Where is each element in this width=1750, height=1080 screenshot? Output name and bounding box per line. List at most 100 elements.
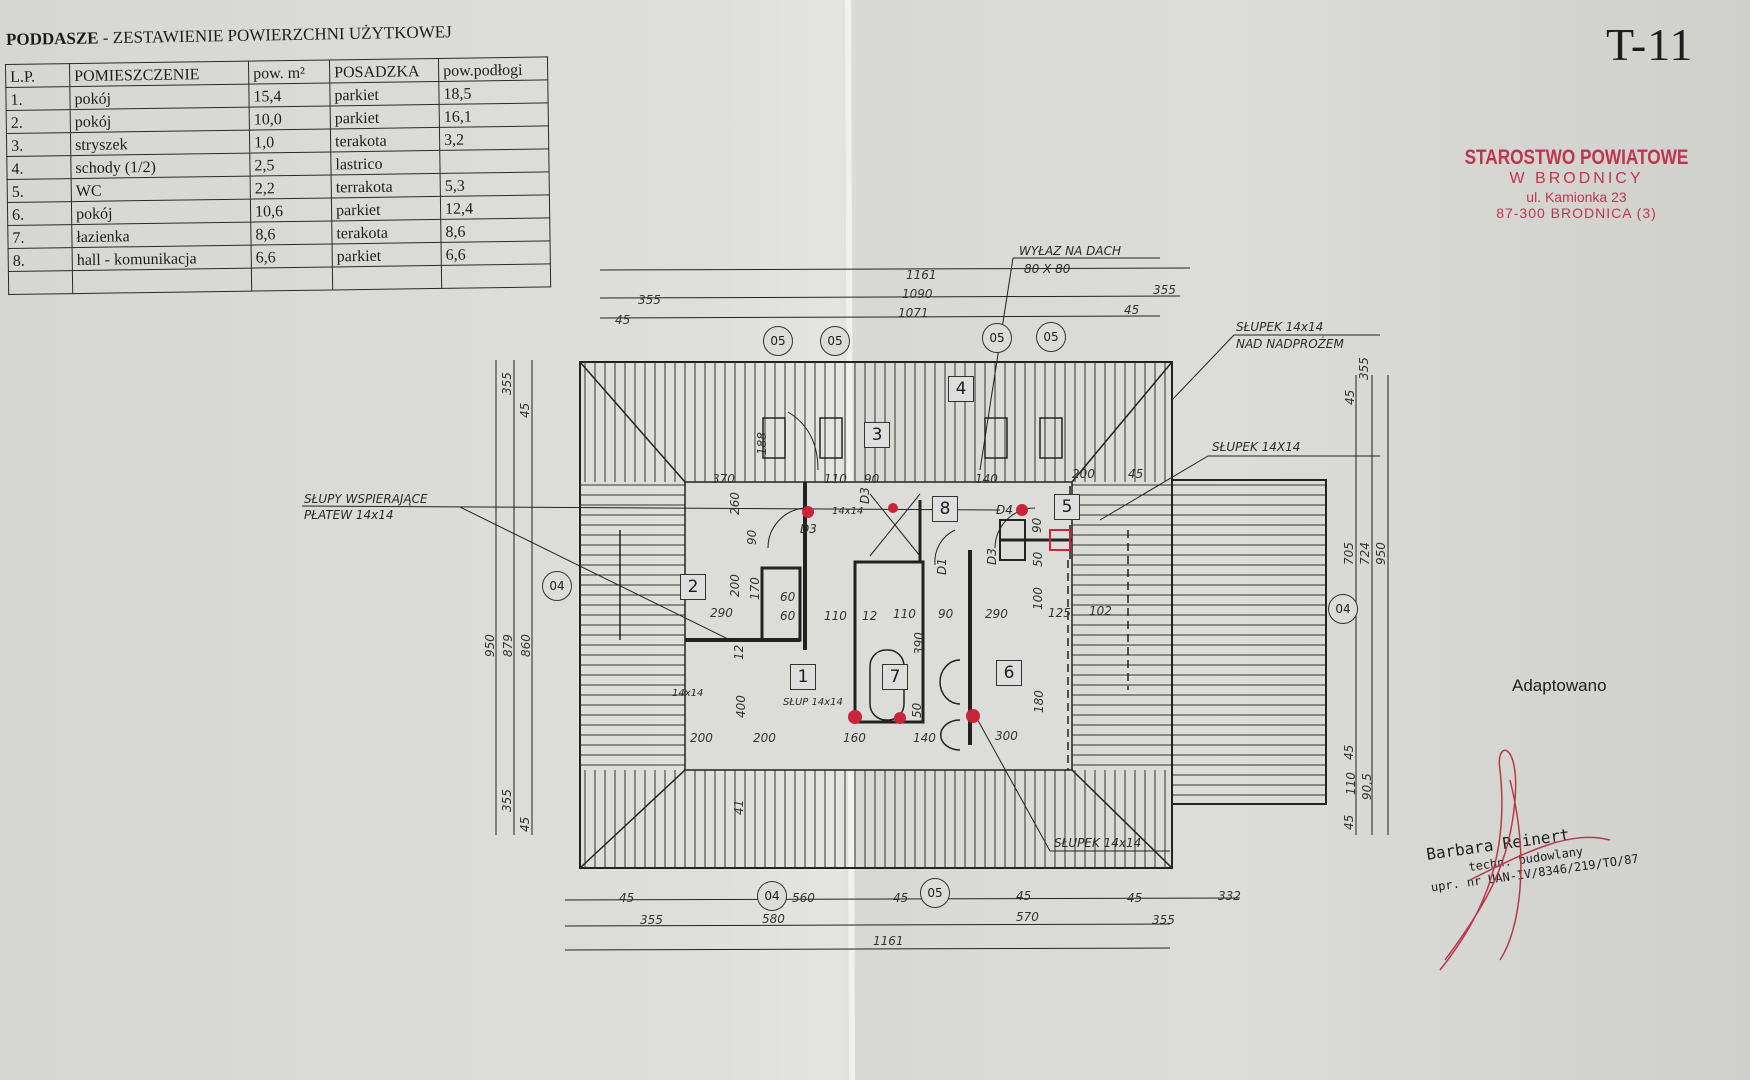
adapted-label: Adaptowano [1512, 676, 1607, 695]
callout-post-lintel-2: NAD NADPROŻEM [1236, 337, 1344, 351]
dimension: 140 [975, 472, 998, 486]
callout-roof-exit: WYŁAZ NA DACH [1019, 244, 1122, 258]
dimension: 45 [518, 816, 532, 832]
callout-post-lintel: SŁUPEK 14x14 [1236, 320, 1324, 334]
dimension: 45 [1342, 814, 1356, 830]
axis-marker: 04 [1328, 594, 1358, 624]
door-label: D1 [935, 558, 949, 575]
dimension: 1161 [873, 934, 904, 948]
dimension: 724 [1358, 542, 1372, 565]
office-stamp: STAROSTWO POWIATOWE W BRODNICY ul. Kamio… [1440, 146, 1713, 221]
dimension: 12 [862, 609, 878, 623]
dimension: 355 [1152, 913, 1175, 927]
dimension: 580 [762, 912, 785, 926]
dimension: 390 [912, 632, 926, 655]
dimension: 160 [843, 731, 866, 745]
dimension: 355 [1357, 357, 1371, 380]
room-number: 6 [996, 660, 1022, 686]
interior-walls [619, 411, 1129, 771]
callout-post-bottom: SŁUPEK 14x14 [1054, 836, 1142, 850]
room-number: 8 [932, 496, 958, 522]
dimension: 300 [995, 729, 1018, 743]
dimension: 90,5 [1360, 773, 1374, 800]
dimension: 355 [640, 913, 663, 927]
dimension: 200 [1072, 467, 1095, 481]
callout-roof-exit-size: 80 X 80 [1024, 262, 1071, 276]
room-number: 7 [882, 664, 908, 690]
axis-marker: 05 [920, 878, 950, 908]
post-marks [802, 503, 1071, 724]
dimension: 355 [500, 789, 514, 812]
callout-purlin-posts-2: PŁATEW 14x14 [304, 508, 394, 522]
dimension: 200 [753, 731, 776, 745]
handwritten-signature [1439, 749, 1611, 971]
stamp-line: STAROSTWO POWIATOWE [1464, 146, 1689, 169]
room-number: 5 [1054, 494, 1080, 520]
room-number: 4 [948, 376, 974, 402]
dimension: 45 [893, 891, 909, 905]
dimension: 355 [1153, 283, 1176, 297]
dimension: 45 [1128, 467, 1144, 481]
room-number: 1 [790, 664, 816, 690]
dimension: 860 [519, 634, 533, 657]
dimension: 879 [501, 634, 515, 657]
dimension: 110 [824, 472, 847, 486]
door-label: D3 [800, 522, 817, 536]
dimension: 90 [1030, 517, 1044, 533]
dimension: 332 [1218, 889, 1241, 903]
dimension: 570 [1016, 910, 1039, 924]
dimension: 355 [500, 372, 514, 395]
dimension: 41 [732, 799, 746, 815]
roof-outline [579, 361, 1327, 869]
dimension: 45 [615, 313, 631, 327]
dimension: 45 [619, 891, 635, 905]
dimension: 50 [1031, 551, 1045, 567]
dimension: 1161 [906, 268, 937, 282]
callout-post-room1: SŁUP 14x14 [783, 697, 843, 708]
dimension: 140 [913, 731, 936, 745]
door-label: D3 [985, 548, 999, 565]
dimension: 45 [1342, 744, 1356, 760]
dimension: 45 [1124, 303, 1140, 317]
dimension: 110 [824, 609, 847, 623]
callout-purlin-posts: SŁUPY WSPIERAJĄCE [304, 492, 428, 506]
callout-post-right: SŁUPEK 14X14 [1212, 440, 1301, 454]
dimension: 400 [734, 695, 748, 718]
dimension: 260 [728, 492, 742, 515]
dimension: 45 [1016, 889, 1032, 903]
axis-marker: 05 [982, 323, 1012, 353]
dimension: 12 [732, 644, 746, 660]
axis-marker: 04 [542, 571, 572, 601]
dimension: 950 [1374, 542, 1388, 565]
dimension: 170 [748, 577, 762, 600]
dimension: 705 [1342, 542, 1356, 565]
dimension: 45 [1127, 891, 1143, 905]
dimension: 950 [483, 634, 497, 657]
door-label: D4 [996, 503, 1013, 517]
dimension: 1071 [898, 306, 929, 320]
stamp-line: W BRODNICY [1509, 170, 1644, 188]
dimension: 290 [985, 607, 1008, 621]
dimension: 1090 [902, 287, 933, 301]
room-number: 3 [864, 422, 890, 448]
dimension: 560 [792, 891, 815, 905]
dimension: 90 [745, 529, 759, 545]
dimension: 45 [518, 402, 532, 418]
dimension: 290 [710, 606, 733, 620]
callout-post-hall: 14x14 [832, 506, 864, 517]
dimension: 110 [1344, 772, 1358, 795]
dimension: 50 [910, 702, 924, 718]
dimension: 355 [638, 293, 661, 307]
stamp-line: ul. Kamionka 23 [1526, 188, 1627, 205]
room-number: 2 [680, 574, 706, 600]
dimension: 100 [1031, 587, 1045, 610]
dimension: 102 [1089, 604, 1112, 618]
axis-marker: 05 [820, 326, 850, 356]
dimension: 180 [1032, 690, 1046, 713]
dimension: 200 [728, 574, 742, 597]
dimension: 90 [938, 607, 954, 621]
dimension: 90 [864, 472, 880, 486]
dimension: 45 [1343, 389, 1357, 405]
callout-post-left: 14x14 [672, 688, 704, 699]
sheet-number: T-11 [1606, 19, 1694, 70]
